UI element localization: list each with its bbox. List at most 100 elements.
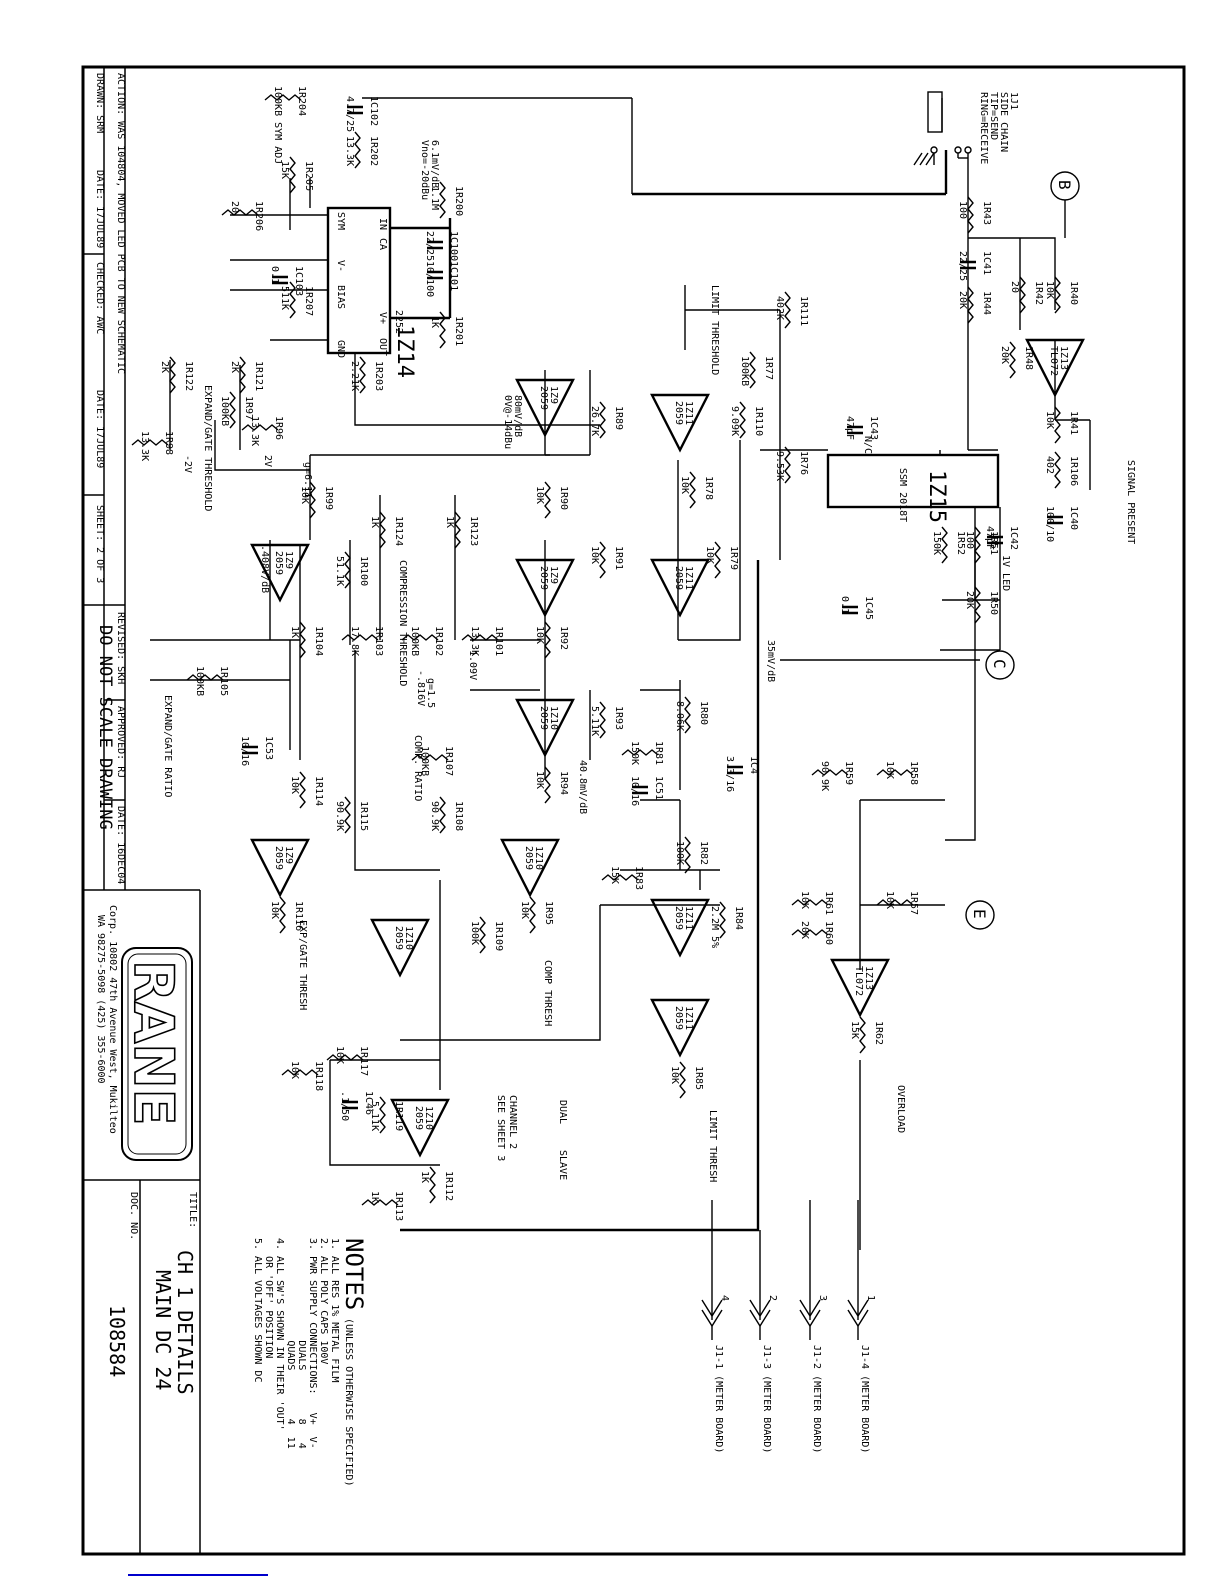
connector-label: J1-3 (METER BOARD) — [761, 1345, 772, 1453]
resistor-symbol — [461, 634, 499, 641]
capacitor-symbol — [727, 765, 743, 775]
op-amp-ref: 1Z9 — [548, 386, 559, 404]
svg-text:OUT: OUT — [377, 338, 388, 356]
component-ref: 1R118 — [313, 1061, 324, 1091]
action-text: ACTION: WAS 104804, MOVED LED PCB TO NEW… — [115, 73, 126, 374]
company-address-1: Corp. 10802 47th Avenue West, Mukilteo — [107, 905, 118, 1134]
component-value: 15K — [609, 866, 620, 884]
component-value: 10K — [299, 486, 310, 504]
resistor-symbol — [621, 749, 659, 756]
footer-link-underline[interactable] — [128, 1574, 268, 1576]
component-ref: 1R111 — [798, 296, 809, 326]
revision-date: DATE: 16DEC04 — [115, 806, 126, 884]
component-ref: 1R98 — [163, 431, 174, 455]
resistor-symbol — [967, 196, 974, 234]
resistor-symbol — [439, 796, 446, 834]
resistor-symbol — [1009, 341, 1016, 379]
wiring — [150, 178, 1091, 1250]
svg-text:BIAS: BIAS — [335, 285, 346, 309]
resistor-symbol — [599, 541, 606, 579]
component-value: 0.1 — [839, 596, 850, 614]
resistor-symbol — [791, 899, 829, 906]
component-ref: 1R124 — [393, 516, 404, 546]
component-value: 10K — [519, 901, 530, 919]
component-ref: 1R202 — [368, 136, 379, 166]
svg-text:1Z14: 1Z14 — [392, 325, 417, 378]
component-ref: 1R52 — [955, 531, 966, 555]
resistor-symbol — [684, 836, 691, 874]
component-value: 15K — [279, 161, 290, 179]
resistor-symbol — [784, 446, 791, 484]
component-ref: 1R59 — [843, 761, 854, 785]
checked-by: CHECKED: AWC — [94, 262, 105, 334]
component-ref: 1R119 — [393, 1101, 404, 1131]
svg-text:CA: CA — [377, 238, 388, 250]
resistor-symbol — [229, 391, 236, 429]
component-value: 10K — [269, 901, 280, 919]
resistor-symbol — [169, 356, 176, 394]
resistor-symbol — [601, 874, 639, 881]
component-value: 51.1K — [334, 556, 345, 586]
op-amp-ref: 1Z9 — [283, 846, 294, 864]
resistor-symbol — [264, 94, 302, 101]
component-value: 511K — [279, 286, 290, 310]
component-ref: 1R117 — [358, 1046, 369, 1076]
annotation-expand-gate-threshold: EXPAND/GATE THRESHOLD — [202, 385, 213, 511]
op-amp-ref: 1Z9 — [548, 566, 559, 584]
op-amp-ref: 1Z13 — [863, 966, 874, 990]
sheet-number: SHEET: 2 OF 3 — [94, 505, 105, 583]
meter-connector: 4J1-1 (METER BOARD) — [701, 1200, 730, 1453]
component-ref: 1R123 — [468, 516, 479, 546]
resistor-symbol — [279, 896, 286, 934]
resistor-symbol — [439, 181, 446, 219]
component-ref: 1C101 — [448, 261, 459, 291]
component-ref: 1R43 — [981, 201, 992, 225]
capacitor-symbol — [427, 270, 443, 280]
resistor-symbol — [401, 634, 439, 641]
component-value: 1K — [419, 1171, 430, 1183]
component-ref: 1R203 — [373, 361, 384, 391]
offpage-C: C — [985, 650, 1015, 680]
component-ref: 1C4 — [748, 756, 759, 774]
component-ref: 1R76 — [798, 451, 809, 475]
note-item: 2. ALL POLY CAPS 100V — [318, 1238, 329, 1364]
svg-text:SSM 2018T: SSM 2018T — [897, 468, 908, 522]
op-amp-ref: 1Z10 — [423, 1106, 434, 1130]
op-amp-part: 2059 — [538, 386, 549, 410]
component-value: 4.7/25 — [344, 96, 355, 132]
annotation-dual: DUAL — [557, 1100, 568, 1124]
component-ref: 1R89 — [613, 406, 624, 430]
component-ref: 1C46 — [363, 1091, 374, 1115]
component-ref: 1R48 — [1023, 346, 1034, 370]
capacitor-symbol — [842, 605, 858, 615]
resistor-symbol — [281, 1069, 319, 1076]
component-ref: 1R83 — [633, 866, 644, 890]
capacitor-symbol — [847, 425, 863, 435]
component-value: 10K — [669, 1066, 680, 1084]
resistor-symbol — [749, 351, 756, 389]
op-amp-ref: 1Z9 — [283, 551, 294, 569]
connector-pin: 3 — [817, 1295, 828, 1301]
resistor-symbol — [1019, 276, 1026, 314]
op-amp-ref: 1Z13 — [1058, 346, 1069, 370]
op-amp-part: 2059 — [273, 551, 284, 575]
doc-no-label: DOC. NO. — [128, 1192, 139, 1240]
ic-1z15: 1Z15 SSM 2018T N/C — [826, 436, 1000, 523]
component-ref: 1R51 — [988, 531, 999, 555]
component-value: 2.21K — [349, 361, 360, 391]
op-amp-part: 2059 — [523, 846, 534, 870]
